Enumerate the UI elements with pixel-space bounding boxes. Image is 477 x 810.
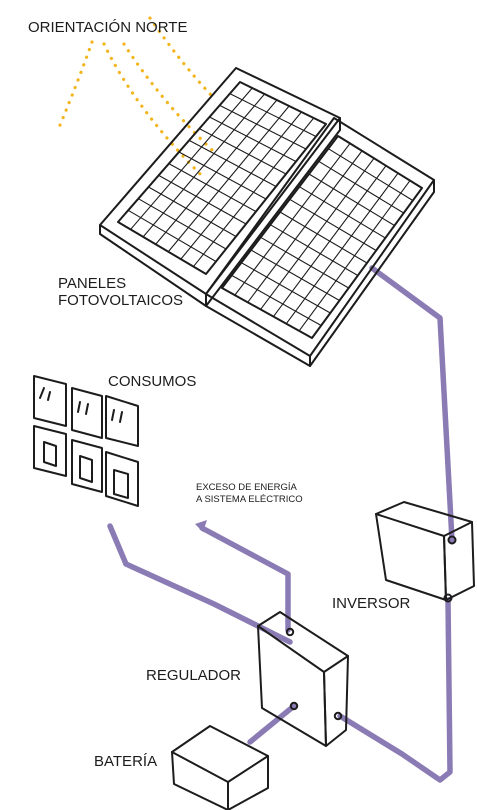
excess-label-line2: A SISTEMA ELÉCTRICO bbox=[196, 494, 303, 506]
panel-cell-line bbox=[250, 249, 341, 302]
grid-arrow-icon bbox=[195, 520, 207, 532]
consumer-meter-icon bbox=[105, 395, 139, 447]
panel-cell-line bbox=[127, 209, 217, 263]
panel-cell-line bbox=[260, 236, 350, 289]
cable-regulator-to-battery bbox=[247, 703, 297, 745]
consumer-meter-icon bbox=[71, 439, 103, 493]
battery-label: BATERÍA bbox=[94, 753, 158, 770]
panel-cell-line bbox=[327, 148, 414, 202]
panel-cell-line bbox=[208, 116, 297, 163]
panel-cell-line bbox=[231, 274, 322, 327]
panel-cell-line bbox=[147, 186, 237, 238]
panel-cell-line bbox=[198, 128, 287, 175]
panel-cell-line bbox=[279, 211, 368, 264]
orientation-label: ORIENTACIÓN NORTE bbox=[28, 19, 188, 36]
panels-label: PANELES FOTOVOLTAICOS bbox=[58, 275, 184, 310]
panel-cell-line bbox=[269, 224, 359, 277]
excess-energy-label: EXCESO DE ENERGÍA A SISTEMA ELÉCTRICO bbox=[196, 482, 303, 507]
panel-cell-line bbox=[240, 262, 331, 314]
solar-panel-icon bbox=[205, 117, 435, 367]
battery-box-icon bbox=[171, 725, 269, 810]
regulator-box-icon bbox=[257, 611, 349, 747]
panel-cell-line bbox=[298, 186, 386, 239]
panels-label-line2: FOTOVOLTAICOS bbox=[58, 291, 184, 309]
panel-cell-line bbox=[188, 139, 277, 188]
solar-panel-icon bbox=[99, 67, 341, 307]
excess-label-line1: EXCESO DE ENERGÍA bbox=[196, 482, 297, 493]
consumer-meter-icon bbox=[71, 387, 103, 439]
power-cables bbox=[107, 265, 455, 783]
inverter-box-icon bbox=[375, 501, 475, 603]
consumer-meters bbox=[33, 375, 139, 507]
cable-panels-to-inverter bbox=[369, 265, 455, 543]
sun-rays-icon bbox=[56, 16, 214, 180]
panel-cell-line bbox=[137, 198, 227, 250]
panel-cell-line bbox=[318, 160, 405, 214]
inverter-label: INVERSOR bbox=[332, 595, 411, 612]
cable-regulator-to-grid bbox=[199, 525, 291, 633]
panels-label-line1: PANELES bbox=[58, 275, 127, 292]
panel-cell-line bbox=[158, 174, 247, 225]
regulator-label: REGULADOR bbox=[146, 667, 242, 684]
panel-cell-line bbox=[178, 151, 267, 200]
consumer-meter-icon bbox=[33, 425, 67, 477]
cable-regulator-to-consumers bbox=[107, 523, 293, 645]
panel-cell-line bbox=[229, 93, 317, 138]
cable-inverter-to-regulator bbox=[337, 597, 453, 783]
panel-cell-line bbox=[308, 173, 396, 227]
consumption-label: CONSUMOS bbox=[108, 373, 197, 390]
panel-cell-line bbox=[219, 104, 307, 150]
consumer-meter-icon bbox=[33, 375, 67, 427]
panel-cell-line bbox=[168, 163, 257, 213]
panel-cell-line bbox=[289, 198, 377, 252]
consumer-meter-icon bbox=[105, 451, 139, 507]
